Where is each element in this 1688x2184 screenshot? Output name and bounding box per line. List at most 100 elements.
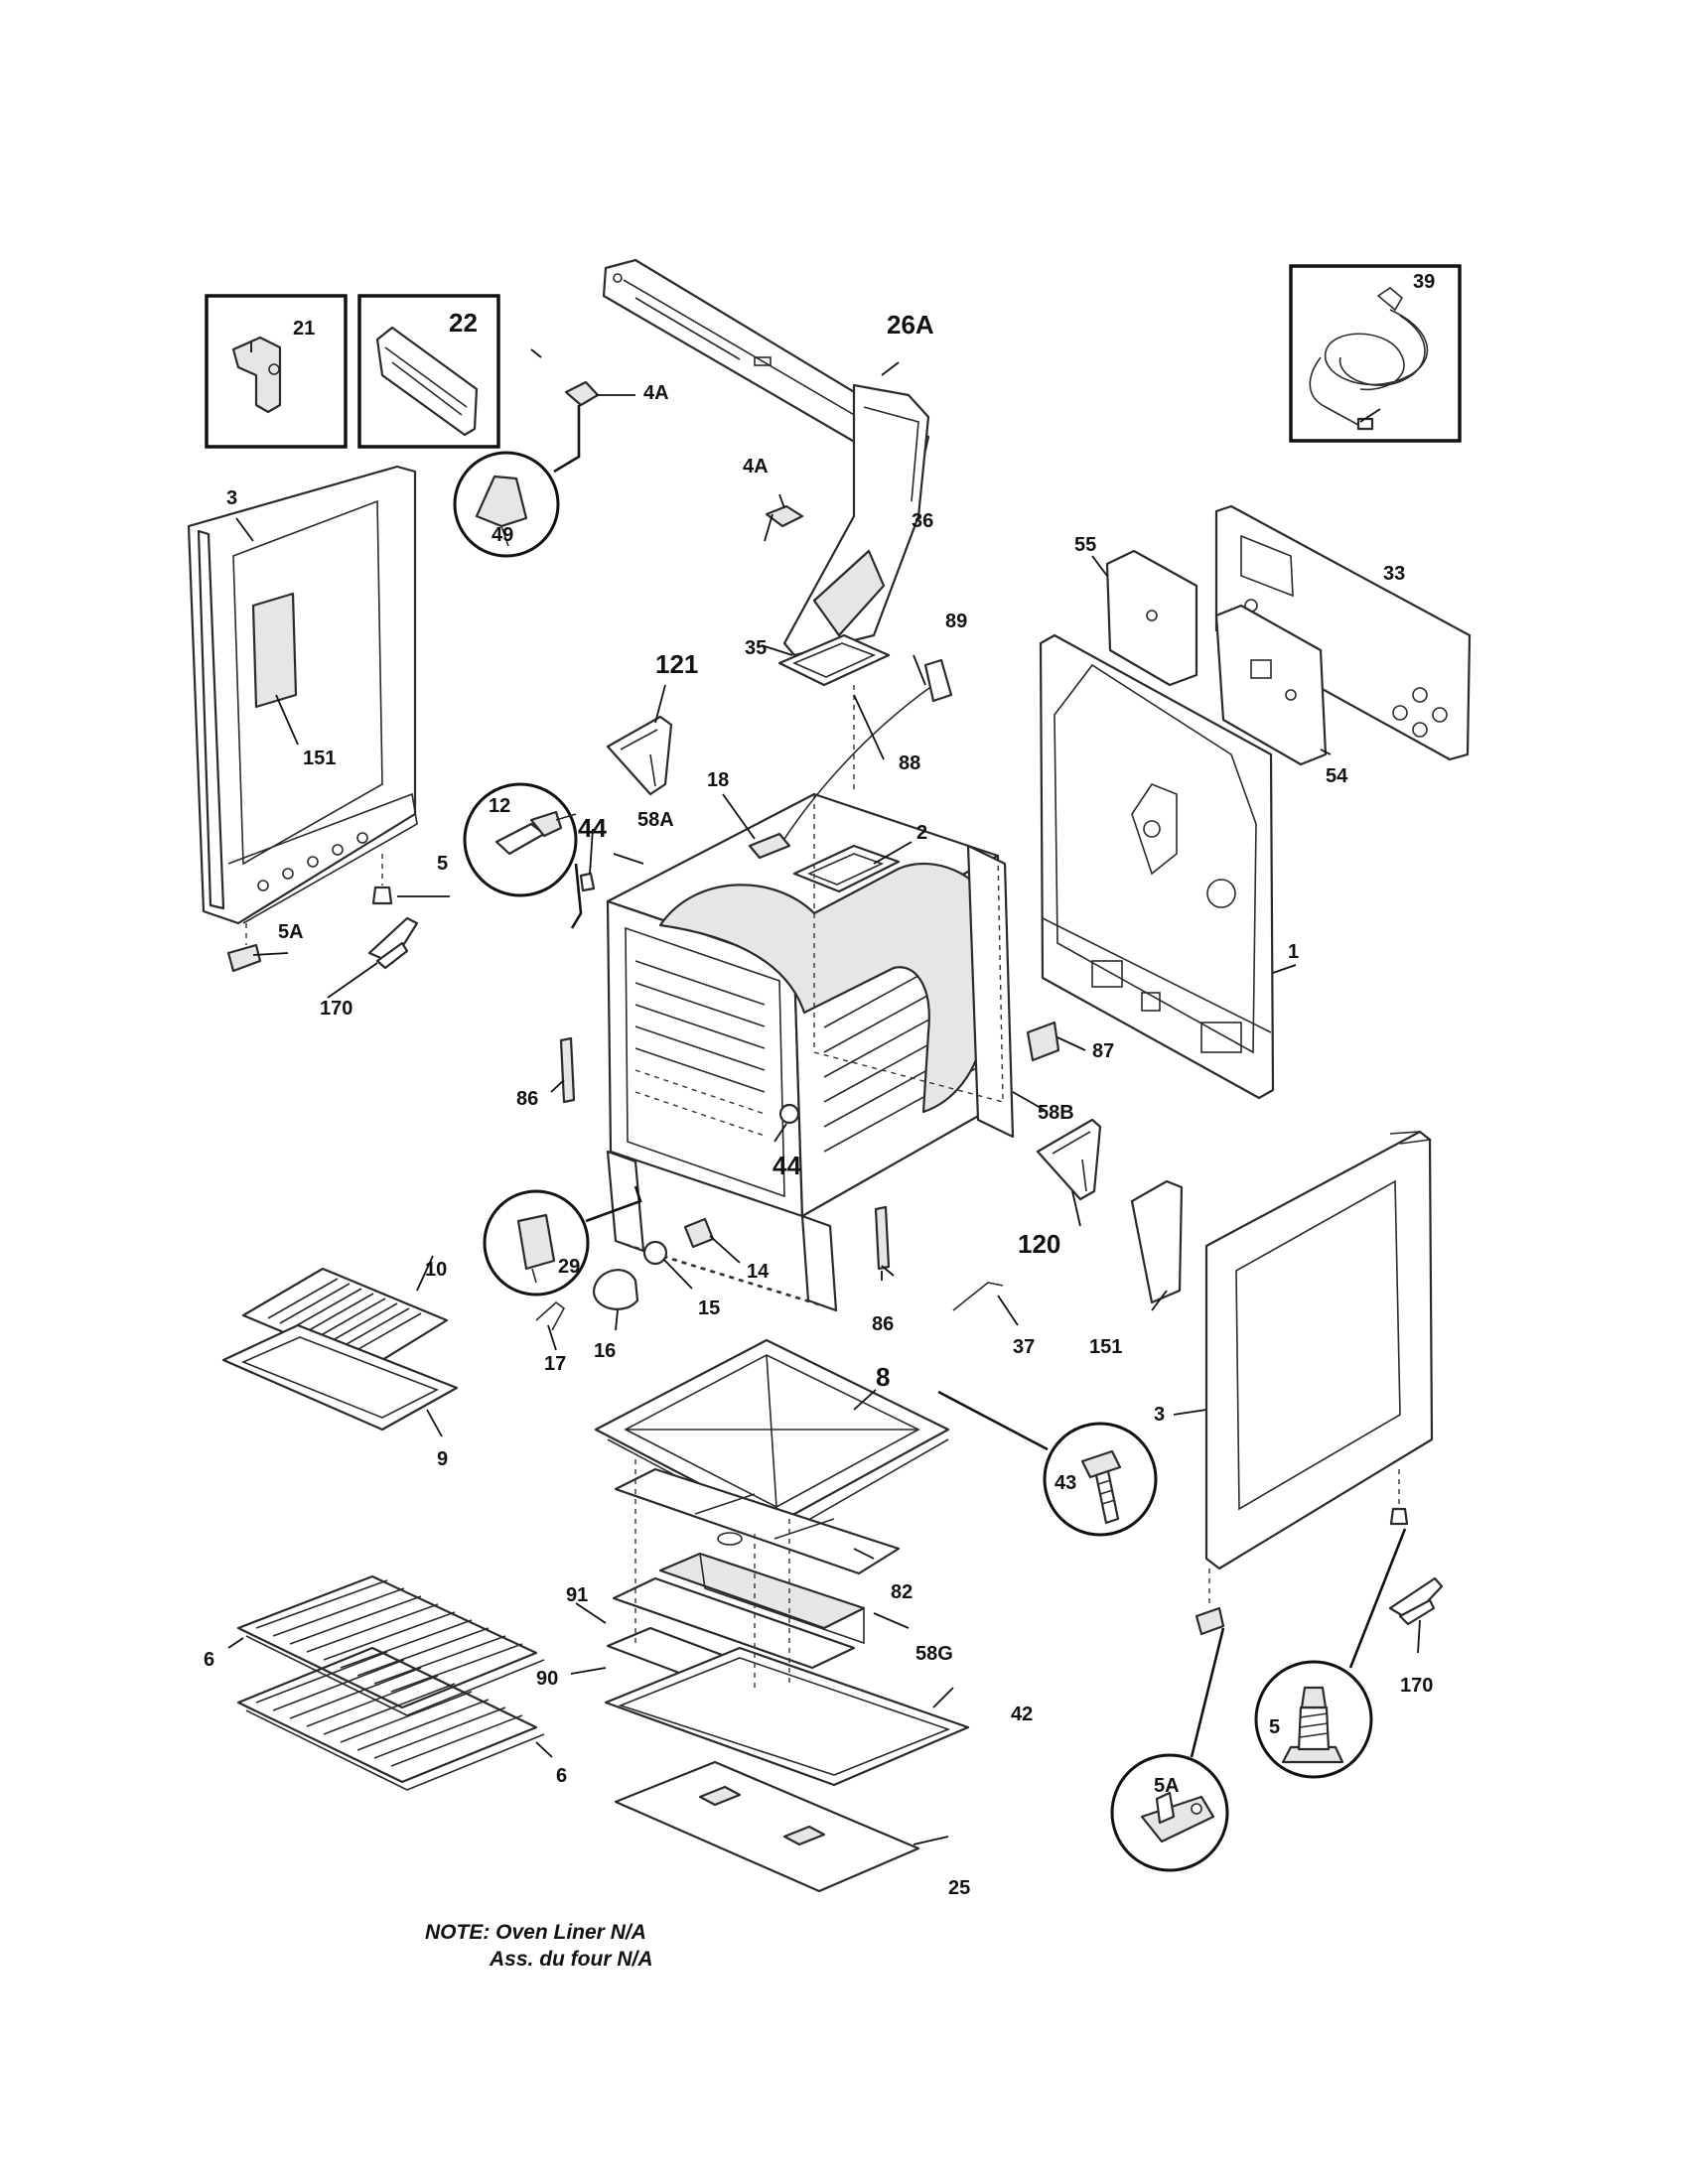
label-170-left: 170 [320, 998, 352, 1020]
part-4a-mid-clip [765, 504, 804, 528]
label-3-right: 3 [1154, 1404, 1165, 1426]
label-5a-right: 5A [1154, 1775, 1180, 1797]
inset-5a-leveler [1110, 1753, 1229, 1872]
label-42: 42 [1011, 1704, 1033, 1725]
label-15: 15 [698, 1297, 720, 1319]
label-87: 87 [1092, 1040, 1114, 1062]
inset-49-clip [453, 451, 560, 558]
part-5-right-screw [1389, 1469, 1409, 1526]
label-2: 2 [916, 822, 927, 844]
part-18-sensor [748, 684, 934, 860]
label-86-left: 86 [516, 1088, 538, 1110]
label-120: 120 [1018, 1229, 1060, 1259]
label-29: 29 [558, 1256, 580, 1278]
label-88: 88 [899, 752, 920, 774]
label-58b: 58B [1038, 1102, 1074, 1124]
label-16: 16 [594, 1340, 616, 1362]
part-9-broil-pan [221, 1323, 459, 1432]
part-54-bracket [1214, 604, 1328, 766]
part-15-bulb [642, 1240, 668, 1266]
part-58g-insulation [658, 1552, 866, 1645]
oven-cavity [606, 792, 1015, 1312]
label-17: 17 [544, 1353, 566, 1375]
part-5a-right-leveler [1195, 1569, 1225, 1636]
inset-12-element [463, 782, 578, 897]
label-25: 25 [948, 1877, 970, 1899]
label-121: 121 [655, 649, 698, 679]
label-26a: 26A [887, 310, 934, 340]
label-58g: 58G [915, 1643, 953, 1665]
label-89: 89 [945, 611, 967, 632]
part-35-gasket [777, 633, 891, 687]
part-87-block [1026, 1021, 1060, 1062]
label-18: 18 [707, 769, 729, 791]
label-1: 1 [1288, 941, 1299, 963]
label-54: 54 [1326, 765, 1348, 787]
part-120-bracket [1036, 1118, 1102, 1201]
label-21: 21 [293, 318, 315, 340]
label-43: 43 [1055, 1472, 1076, 1494]
part-16-lens [592, 1269, 639, 1310]
part-number-labels: 21 22 39 26A 4A 4A 3 49 36 55 33 89 35 1… [204, 271, 1435, 1899]
label-33: 33 [1383, 563, 1405, 585]
label-10: 10 [425, 1259, 447, 1281]
cavity-hidden-edges [813, 794, 1004, 1103]
label-82: 82 [891, 1581, 913, 1603]
part-151-right-bracket [1130, 1179, 1184, 1304]
label-36: 36 [912, 510, 933, 532]
part-170-left-bracket [367, 916, 419, 970]
label-91: 91 [566, 1584, 588, 1606]
part-42-drawer-tray [604, 1646, 970, 1787]
label-55: 55 [1074, 534, 1096, 556]
part-14-socket [683, 1217, 715, 1249]
label-44-top: 44 [578, 813, 607, 843]
part-55-shield [1105, 549, 1198, 687]
part-5a-left-leveler [226, 923, 262, 973]
part-3-right-side-panel [1204, 1130, 1434, 1570]
part-3-left-side-panel [187, 465, 418, 925]
label-12: 12 [489, 795, 510, 817]
inset-5-leveler [1254, 1660, 1373, 1779]
part-6-bottom-rack [236, 1646, 545, 1791]
label-58a: 58A [637, 809, 674, 831]
part-170-right-bracket [1388, 1576, 1444, 1626]
label-90: 90 [536, 1668, 558, 1690]
label-151-right: 151 [1089, 1336, 1122, 1358]
label-3-left: 3 [226, 487, 237, 509]
part-25-bottom-panel [614, 1760, 920, 1893]
part-91-channel [612, 1576, 856, 1670]
label-9: 9 [437, 1448, 448, 1470]
note-line-1: NOTE: Oven Liner N/A [425, 1921, 646, 1944]
note-line-2: Ass. du four N/A [489, 1948, 653, 1971]
part-1-rear-panel [1039, 633, 1275, 1100]
inset-22 [357, 294, 500, 449]
part-37-wire [952, 1282, 1004, 1311]
part-82-lower-shield [614, 1467, 901, 1575]
label-86-right: 86 [872, 1313, 894, 1335]
part-44-top-plug [579, 872, 596, 892]
part-86-left [559, 1036, 576, 1104]
label-22: 22 [449, 308, 478, 338]
label-6-top: 6 [204, 1649, 214, 1671]
part-5-left-screw [371, 854, 393, 905]
part-86-right [874, 1205, 891, 1271]
label-35: 35 [745, 637, 767, 659]
inset-21 [205, 294, 348, 449]
label-4a-mid: 4A [743, 456, 769, 478]
label-6-bottom: 6 [556, 1765, 567, 1787]
inset-29-switch [483, 1189, 590, 1297]
part-36-duct [782, 383, 930, 657]
label-170-right: 170 [1400, 1675, 1433, 1697]
part-4a-top-clip [564, 380, 600, 407]
part-8-oven-bottom [594, 1338, 950, 1535]
inset-43-screw [1043, 1422, 1158, 1537]
label-4a-top: 4A [643, 382, 669, 404]
tray-hidden-edges [634, 1459, 790, 1688]
label-49: 49 [492, 524, 513, 546]
part-121-bracket [606, 715, 673, 796]
label-5a-left: 5A [278, 921, 304, 943]
label-5-left: 5 [437, 853, 448, 875]
label-8: 8 [876, 1362, 890, 1392]
part-44-mid-plug [778, 1103, 800, 1125]
part-89-88-sensor [853, 658, 953, 794]
